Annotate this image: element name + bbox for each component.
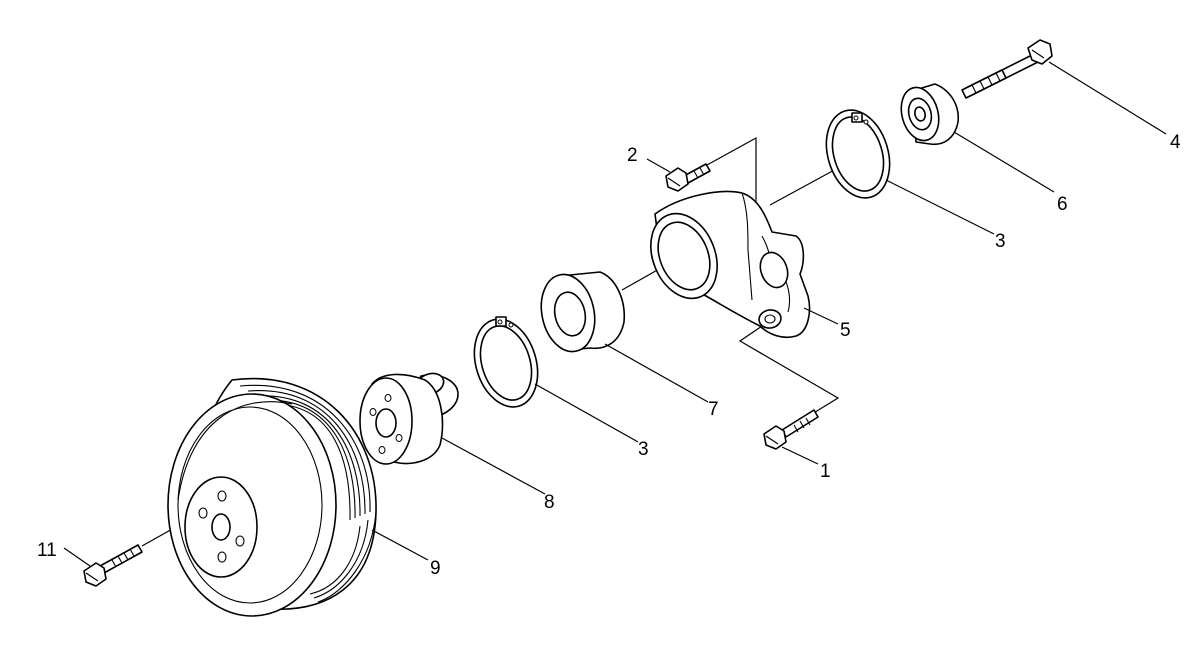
pulley-bolt [83, 544, 143, 587]
hub [359, 372, 459, 465]
callout-6: 6 [1057, 194, 1068, 215]
bushing [540, 271, 625, 353]
snap-ring-lower [473, 316, 539, 408]
callout-1: 1 [820, 461, 831, 482]
pulley [167, 377, 377, 617]
callout-4: 4 [1170, 132, 1181, 153]
callout-11: 11 [37, 540, 57, 561]
washer [900, 83, 960, 146]
callout-3-upper: 3 [995, 231, 1006, 252]
long-bolt [961, 39, 1053, 99]
callout-7: 7 [708, 399, 719, 420]
bracket-bolt [763, 409, 819, 450]
bracket [650, 190, 811, 339]
callout-2: 2 [627, 145, 638, 166]
callout-labels: 4 6 3 2 5 7 3 1 8 9 11 [37, 132, 1181, 579]
callout-5: 5 [840, 320, 851, 341]
leader-lines [63, 61, 1167, 567]
callout-3-lower: 3 [638, 439, 649, 460]
callout-9: 9 [430, 558, 441, 579]
callout-8: 8 [544, 492, 555, 513]
snap-ring-upper [825, 109, 891, 199]
small-bolt [665, 163, 711, 192]
